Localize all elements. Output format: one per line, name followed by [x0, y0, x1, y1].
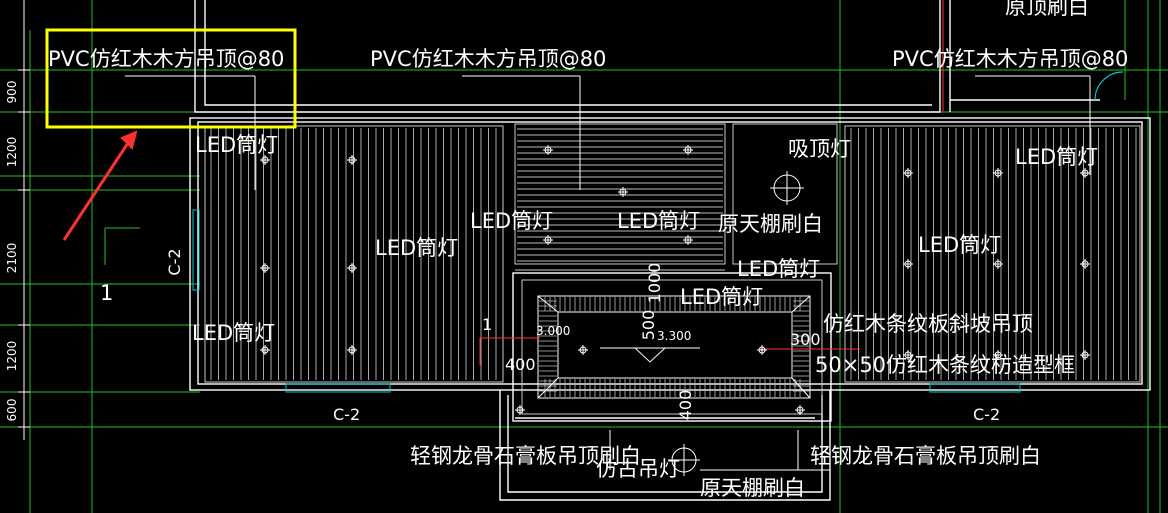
plan-labels: PVC仿红木木方吊顶@80 PVC仿红木木方吊顶@80 PVC仿红木木方吊顶@8…	[48, 0, 1128, 500]
led-downlight-markers	[260, 145, 1090, 415]
dim-500: 500	[639, 310, 658, 341]
dim-1200-lower: 1200	[5, 341, 19, 372]
left-dimension-chain: 900 1200 2100 1200 600	[5, 0, 30, 440]
dim-2100: 2100	[5, 243, 19, 274]
label-led-6: LED筒灯	[918, 233, 1001, 257]
label-led-1: LED筒灯	[195, 133, 278, 157]
dim-1: 1	[482, 315, 492, 334]
window-bottom-left	[285, 383, 391, 393]
label-led-8: LED筒灯	[192, 321, 275, 345]
label-orig-ceiling-bottom: 原天棚刷白	[700, 476, 805, 500]
dim-600: 600	[5, 399, 19, 422]
dim-300: 300	[790, 330, 821, 349]
label-led-2: LED筒灯	[1015, 145, 1098, 169]
yellow-highlight-box	[45, 28, 297, 129]
label-led-7: LED筒灯	[737, 257, 820, 281]
dim-900: 900	[5, 81, 19, 104]
label-strip-frame: 50×50仿红木条纹枋造型框	[815, 353, 1075, 377]
label-pvc-right: PVC仿红木木方吊顶@80	[892, 47, 1128, 71]
elev-3000: 3.000	[536, 324, 570, 338]
small-room	[732, 123, 838, 265]
label-ceiling-lamp: 吸顶灯	[788, 137, 851, 161]
door-swing-arc	[1094, 71, 1124, 101]
label-c2-left: C-2	[165, 248, 184, 275]
building-walls	[189, 0, 1151, 501]
middle-room-slat-ceiling	[514, 123, 726, 271]
right-room-slat-ceiling	[844, 125, 1141, 383]
label-c2-bottom: C-2	[333, 405, 360, 424]
dim-1000: 1000	[645, 263, 664, 304]
label-antique-lamp: 仿古吊灯	[596, 457, 680, 481]
label-strip-slope: 仿红木条纹板斜坡吊顶	[823, 312, 1033, 336]
label-led-4: LED筒灯	[617, 209, 700, 233]
red-arrow-shaft	[62, 142, 130, 241]
red-arrow-head	[120, 130, 138, 150]
highlight-annotation	[45, 28, 297, 241]
label-pvc-left: PVC仿红木木方吊顶@80	[48, 47, 284, 71]
antique-lamp-symbol	[668, 444, 700, 476]
dim-1200-upper: 1200	[5, 137, 19, 168]
elev-3300: 3.300	[657, 329, 691, 343]
label-pvc-middle: PVC仿红木木方吊顶@80	[370, 47, 606, 71]
label-led-3: LED筒灯	[470, 209, 553, 233]
window-left	[192, 209, 200, 291]
label-top-right-white: 原顶刷白	[1005, 0, 1089, 19]
label-led-5: LED筒灯	[375, 236, 458, 260]
label-led-9: LED筒灯	[680, 285, 763, 309]
label-orig-ceiling-white: 原天棚刷白	[718, 212, 823, 236]
central-slope-ceiling	[479, 272, 860, 422]
dim-400-vertical: 400	[676, 390, 695, 421]
label-gypsum-left: 轻钢龙骨石膏板吊顶刷白	[410, 444, 641, 468]
leader-lines	[125, 75, 1091, 471]
window-bottom-right	[929, 383, 1021, 393]
dim-400: 400	[505, 355, 536, 374]
label-c2-right: C-2	[973, 405, 1000, 424]
label-gypsum-right: 轻钢龙骨石膏板吊顶刷白	[810, 444, 1041, 468]
label-grid-1: 1	[100, 281, 113, 305]
